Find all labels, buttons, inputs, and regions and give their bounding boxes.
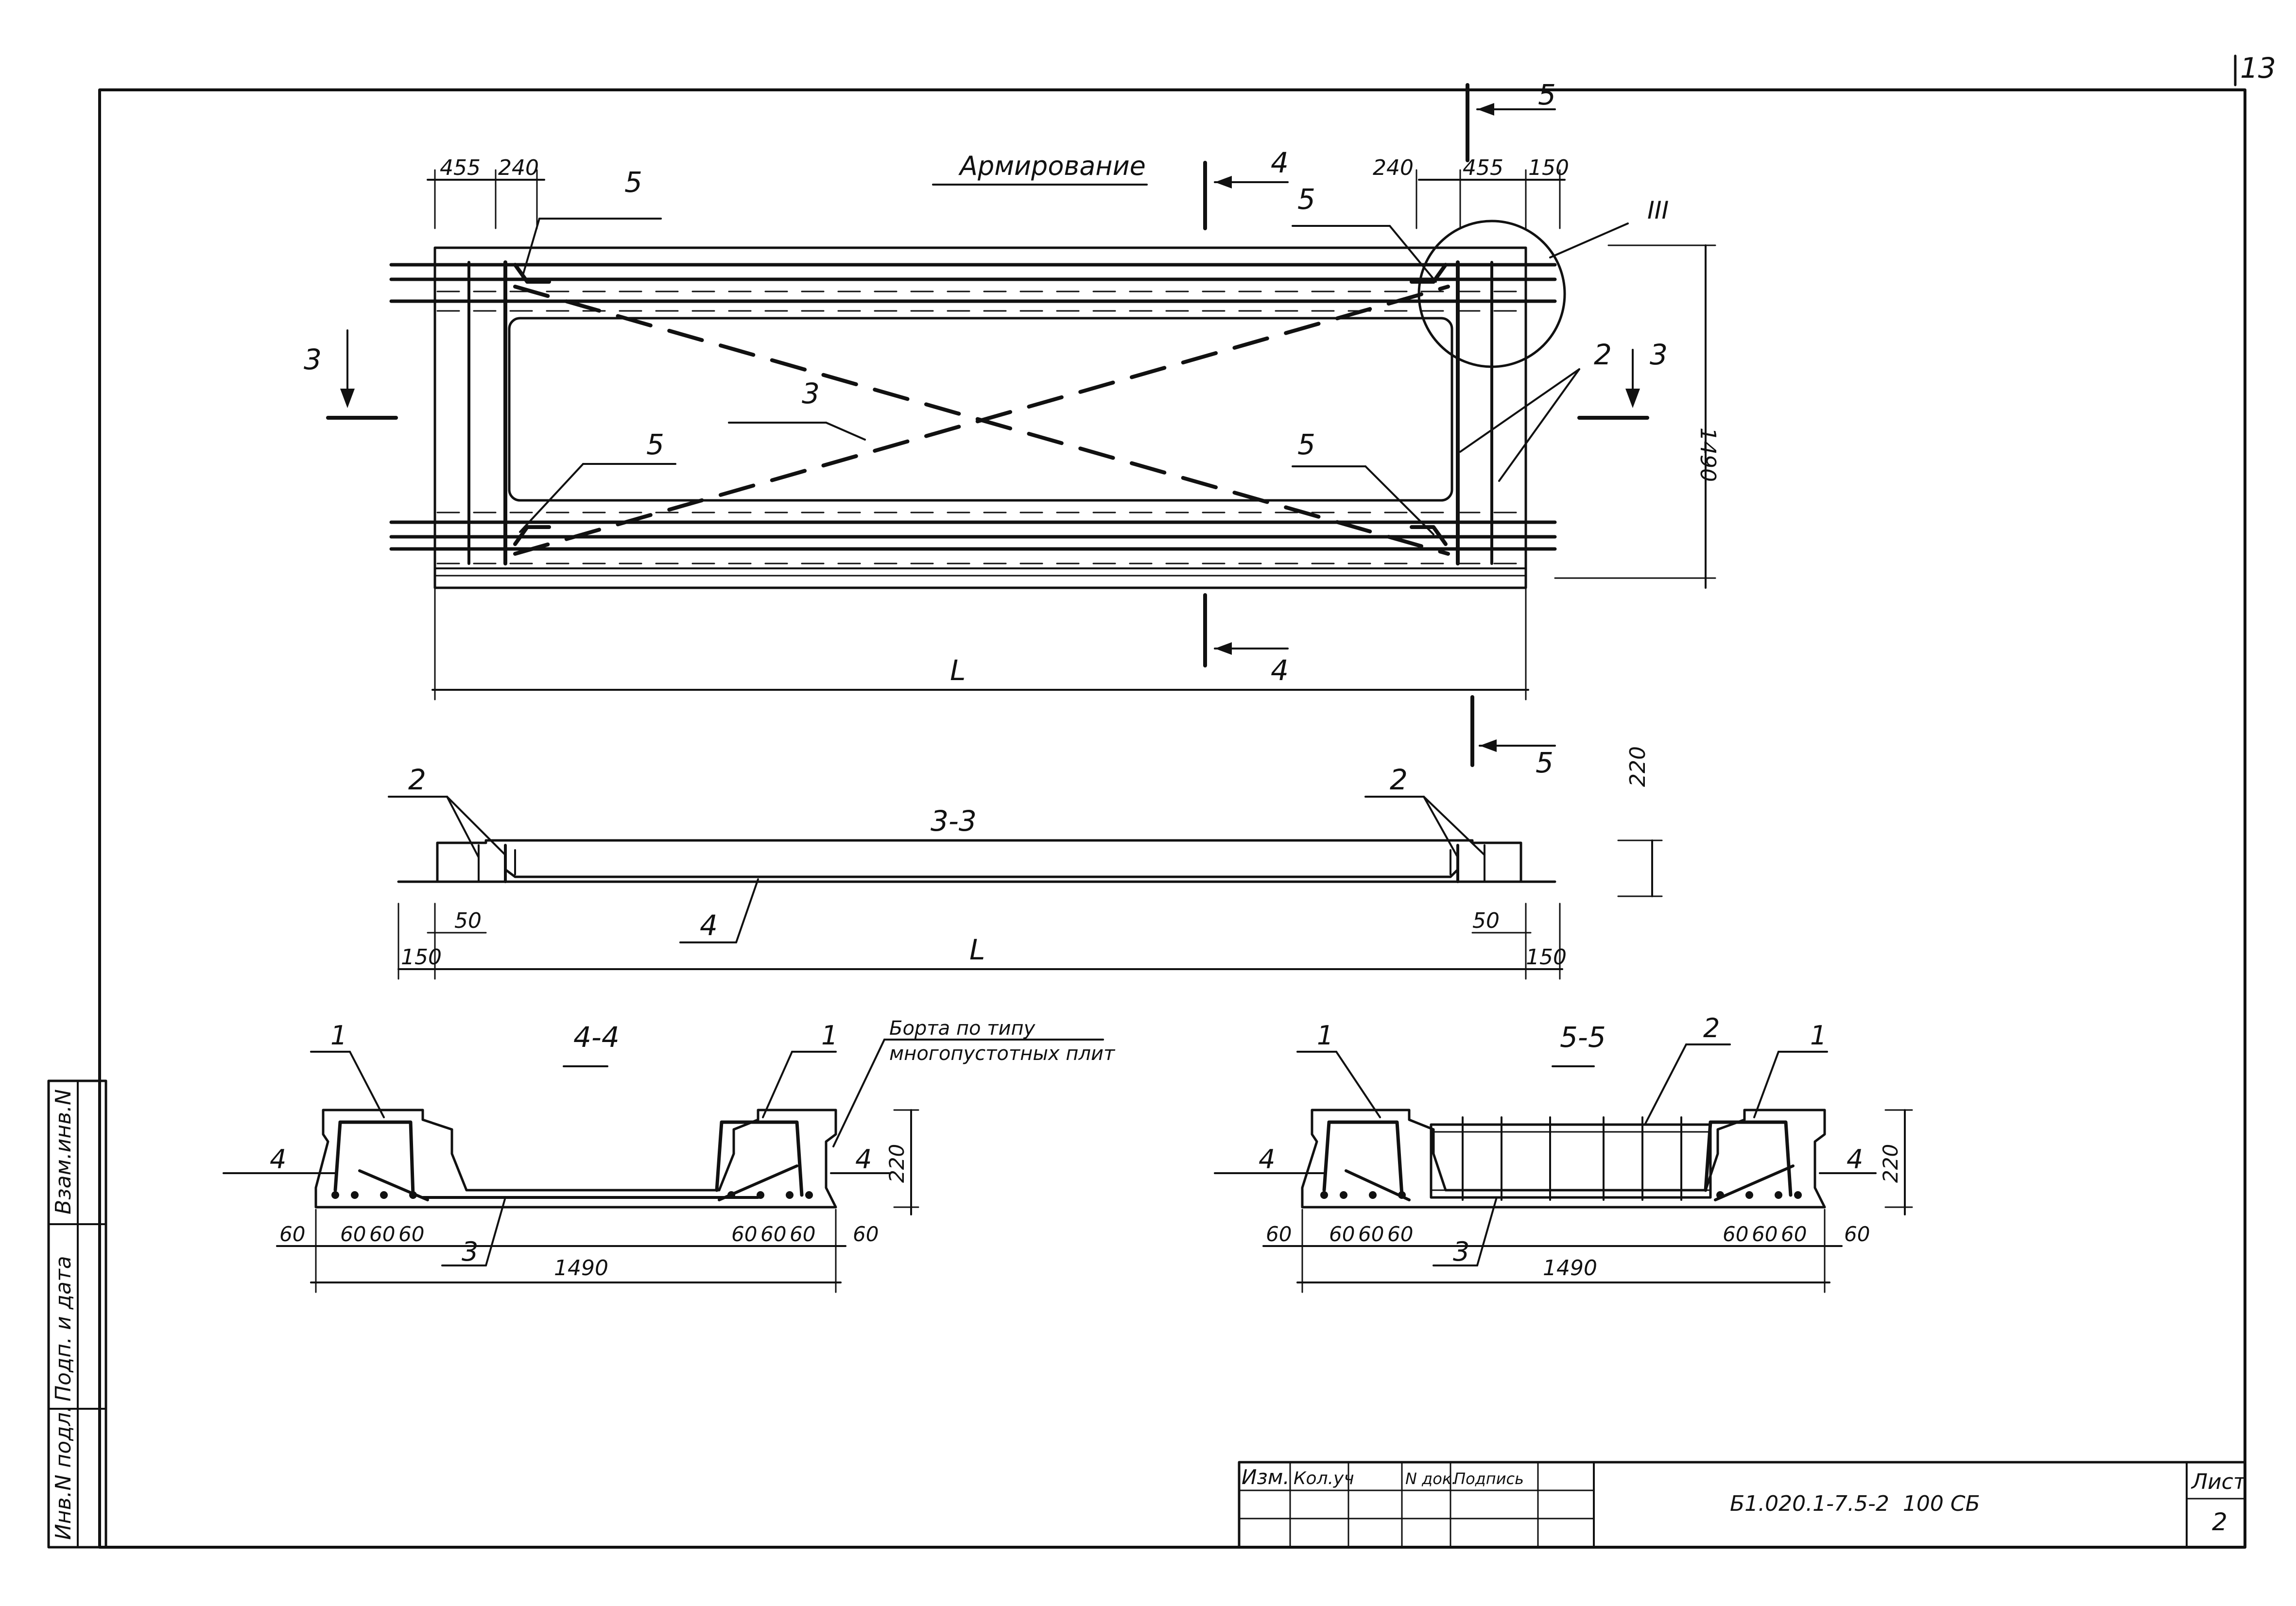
callout-5-bl: 5 <box>646 428 664 461</box>
section-5-5: 5-5 4 4 1 1 2 <box>1214 1013 1913 1293</box>
section-55-dim-60-f: 60 <box>1752 1222 1778 1246</box>
tb-sheet-label: Лист <box>2191 1469 2246 1494</box>
section-33-dim-150-left: 150 <box>401 945 442 970</box>
stamp-inv: Инв.N подл. <box>51 1405 76 1540</box>
section-33-dim-L: L <box>969 933 985 966</box>
tb-header-izm: Изм. <box>1242 1465 1290 1489</box>
tb-header-podpis: Подпись <box>1454 1469 1524 1488</box>
section-55-callout-1-left: 1 <box>1317 1020 1333 1051</box>
section-44-dim-60-d: 60 <box>398 1222 424 1246</box>
section-44-dim-60-g: 60 <box>790 1222 815 1246</box>
section-44-callout-4-left: 4 <box>270 1144 286 1175</box>
section-55-dim-60-g: 60 <box>1781 1222 1807 1246</box>
section-4-4: 4-4 4 4 1 1 Борта по типу многопустотных… <box>223 1017 1116 1293</box>
section-44-callout-1-right: 1 <box>821 1020 838 1051</box>
section-33-dim-50-left: 50 <box>454 908 482 933</box>
section-55-callout-4-right: 4 <box>1847 1144 1863 1175</box>
callout-5-br: 5 <box>1297 428 1315 461</box>
section-44-dim-220: 220 <box>885 1144 909 1183</box>
section-44-note-1: Борта по типу <box>889 1017 1036 1040</box>
tb-header-ndok: N док. <box>1405 1469 1456 1488</box>
section-55-callout-3: 3 <box>1453 1236 1469 1267</box>
sheet-frame <box>98 54 2246 1549</box>
section-44-dim-60-e: 60 <box>731 1222 757 1246</box>
section-33-dim-220: 220 <box>1625 746 1650 787</box>
section-44-callout-4-right: 4 <box>855 1144 872 1175</box>
section-55-callout-4-left: 4 <box>1259 1144 1275 1175</box>
section-mark-3-left: 3 <box>304 343 322 376</box>
section-55-callout-1-right: 1 <box>1810 1020 1827 1051</box>
plan-view: Армирование II <box>304 78 1720 779</box>
section-55-dim-60-e: 60 <box>1723 1222 1748 1246</box>
section-33-dim-150-right: 150 <box>1526 945 1567 970</box>
section-mark-4-bottom: 4 <box>1271 654 1289 687</box>
section-33-title: 3-3 <box>931 804 977 837</box>
dim-L-plan: L <box>950 654 966 687</box>
section-55-dim-60-d: 60 <box>1387 1222 1413 1246</box>
section-44-dim-60-h: 60 <box>853 1222 879 1246</box>
section-44-dim-60-a: 60 <box>279 1222 305 1246</box>
page-number: 13 <box>2240 51 2276 85</box>
callout-5-tr: 5 <box>1297 183 1315 216</box>
title-block <box>1238 1461 2246 1549</box>
section-44-callout-3: 3 <box>462 1236 478 1267</box>
callout-node-III: III <box>1647 196 1669 224</box>
section-44-note-2: многопустотных плит <box>889 1042 1116 1065</box>
section-33-dim-50-right: 50 <box>1472 908 1500 933</box>
dim-240-left: 240 <box>498 155 539 180</box>
tb-header-koluch: Кол.уч <box>1294 1469 1354 1488</box>
section-44-title: 4-4 <box>573 1021 620 1054</box>
section-44-dim-60-f: 60 <box>760 1222 786 1246</box>
section-44-callout-1-left: 1 <box>330 1020 347 1051</box>
section-44-dim-60-b: 60 <box>340 1222 366 1246</box>
section-55-callout-2: 2 <box>1703 1013 1720 1043</box>
stamp-vzam: Взам.инв.N <box>51 1089 76 1214</box>
stamp-podp: Подп. и дата <box>51 1256 76 1401</box>
dim-455-left: 455 <box>440 155 481 180</box>
section-3-3: 3-3 2 2 4 220 50 50 <box>388 746 1663 980</box>
side-stamp <box>47 1079 107 1549</box>
section-33-callout-4: 4 <box>700 909 718 942</box>
section-33-callout-2-right: 2 <box>1390 763 1408 796</box>
section-mark-5-bottom: 5 <box>1536 746 1554 779</box>
tb-doc-code: Б1.020.1-7.5-2 100 СБ <box>1730 1491 1980 1516</box>
callout-3: 3 <box>802 377 820 410</box>
tb-sheet-number: 2 <box>2212 1508 2227 1536</box>
section-55-dim-60-h: 60 <box>1844 1222 1870 1246</box>
section-55-dim-60-c: 60 <box>1358 1222 1384 1246</box>
dim-150-right: 150 <box>1528 155 1569 180</box>
plan-title: Армирование <box>958 151 1146 181</box>
section-44-dim-60-c: 60 <box>369 1222 395 1246</box>
section-mark-4-top: 4 <box>1271 146 1289 179</box>
section-mark-5-top: 5 <box>1538 78 1556 111</box>
dim-240-right: 240 <box>1373 155 1414 180</box>
section-55-title: 5-5 <box>1560 1021 1606 1054</box>
dim-1490-plan: 1490 <box>1695 427 1720 482</box>
section-33-callout-2-left: 2 <box>408 763 426 796</box>
section-mark-3-right: 3 <box>1650 338 1668 371</box>
section-55-dim-60-a: 60 <box>1266 1222 1292 1246</box>
section-44-dim-1490: 1490 <box>554 1256 608 1281</box>
section-55-dim-1490: 1490 <box>1543 1256 1597 1281</box>
section-55-dim-220: 220 <box>1879 1144 1902 1183</box>
callout-5-tl: 5 <box>624 166 642 199</box>
section-55-dim-60-b: 60 <box>1329 1222 1355 1246</box>
callout-2: 2 <box>1594 338 1612 371</box>
